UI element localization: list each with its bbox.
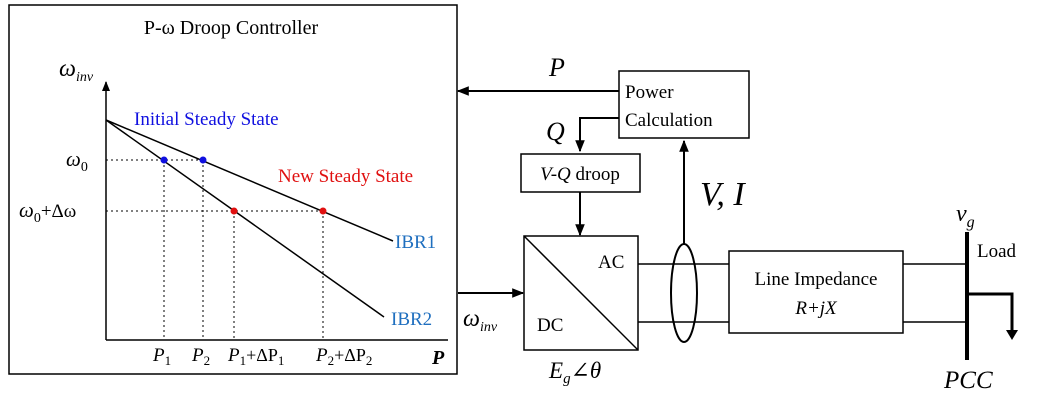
pcc-label: PCC: [943, 367, 993, 394]
new-point-ibr2: [230, 207, 238, 215]
line-impedance-block: [728, 250, 904, 334]
inverter-source-label: Eg∠θ: [548, 358, 601, 387]
q-signal-arrow: [575, 117, 619, 153]
p-signal-label: P: [548, 53, 565, 82]
y-axis-label: ωinv: [59, 56, 94, 85]
droop-controller-frame: [8, 4, 458, 375]
ibr1-label: IBR1: [395, 232, 436, 253]
initial-point-ibr2: [160, 156, 168, 164]
x-tick-p2-delta: P2+ΔP2: [315, 345, 372, 368]
x-tick-p2: P2: [191, 345, 210, 368]
y-tick-omega0: ω0: [66, 147, 88, 175]
x-tick-p1: P1: [152, 345, 171, 368]
vg-label: vg: [956, 201, 975, 231]
vq-droop-label: V-Q droop: [540, 164, 620, 185]
x-tick-p1-delta: P1+ΔP1: [227, 345, 284, 368]
inverter-ac-label: AC: [598, 252, 624, 273]
controller-title: P-ω Droop Controller: [144, 17, 319, 39]
load-connection: [967, 292, 1014, 336]
new-state-label: New Steady State: [278, 166, 413, 187]
measurement-sensor: [670, 243, 698, 343]
ibr1-droop-line: [105, 119, 394, 242]
inverter-dc-label: DC: [537, 315, 563, 336]
new-point-ibr1: [319, 207, 327, 215]
inverter-diagonal: [523, 235, 639, 351]
vi-label: V, I: [700, 176, 746, 213]
x-axis-label: P: [431, 347, 445, 369]
ibr2-label: IBR2: [391, 309, 432, 330]
y-tick-omega0-delta: ω0+Δω: [19, 198, 76, 226]
line-impedance-line2: R+jX: [794, 298, 838, 319]
line-impedance-line1: Line Impedance: [755, 269, 878, 290]
dotted-guides: [106, 159, 324, 340]
q-signal-label: Q: [546, 117, 565, 146]
load-label: Load: [977, 241, 1017, 262]
ibr2-droop-line: [105, 119, 385, 318]
load-arrow-head: [1006, 330, 1018, 340]
power-calculation-block: [618, 70, 750, 139]
power-calc-line1: Power: [625, 82, 674, 103]
initial-point-ibr1: [199, 156, 207, 164]
power-calc-line2: Calculation: [625, 110, 713, 131]
omega-signal-label: ωinv: [463, 306, 498, 335]
initial-state-label: Initial Steady State: [134, 109, 279, 130]
